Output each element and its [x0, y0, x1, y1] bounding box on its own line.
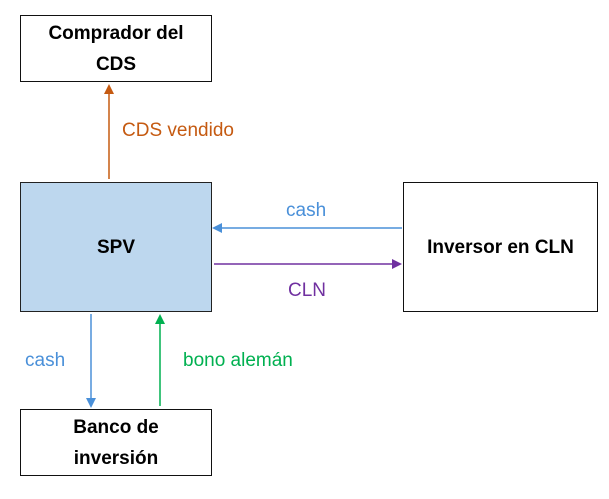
node-comprador-label: Comprador del CDS: [48, 22, 184, 75]
node-banco-de-inversion: Banco de inversión: [20, 409, 212, 476]
edge-label-cash-out: cash: [25, 350, 66, 371]
node-inversor-label: Inversor en CLN: [427, 236, 574, 258]
node-comprador-del-cds: Comprador del CDS: [20, 15, 212, 82]
edge-label-cash-in: cash: [286, 200, 327, 221]
node-inversor-en-cln: Inversor en CLN: [403, 182, 598, 312]
node-spv-label: SPV: [96, 236, 136, 258]
edge-label-cln: CLN: [288, 280, 327, 301]
node-spv: SPV: [20, 182, 212, 312]
edge-label-cds-vendido: CDS vendido: [122, 120, 234, 141]
node-banco-label: Banco de inversión: [73, 416, 159, 469]
edge-label-bono-aleman: bono alemán: [183, 350, 293, 371]
